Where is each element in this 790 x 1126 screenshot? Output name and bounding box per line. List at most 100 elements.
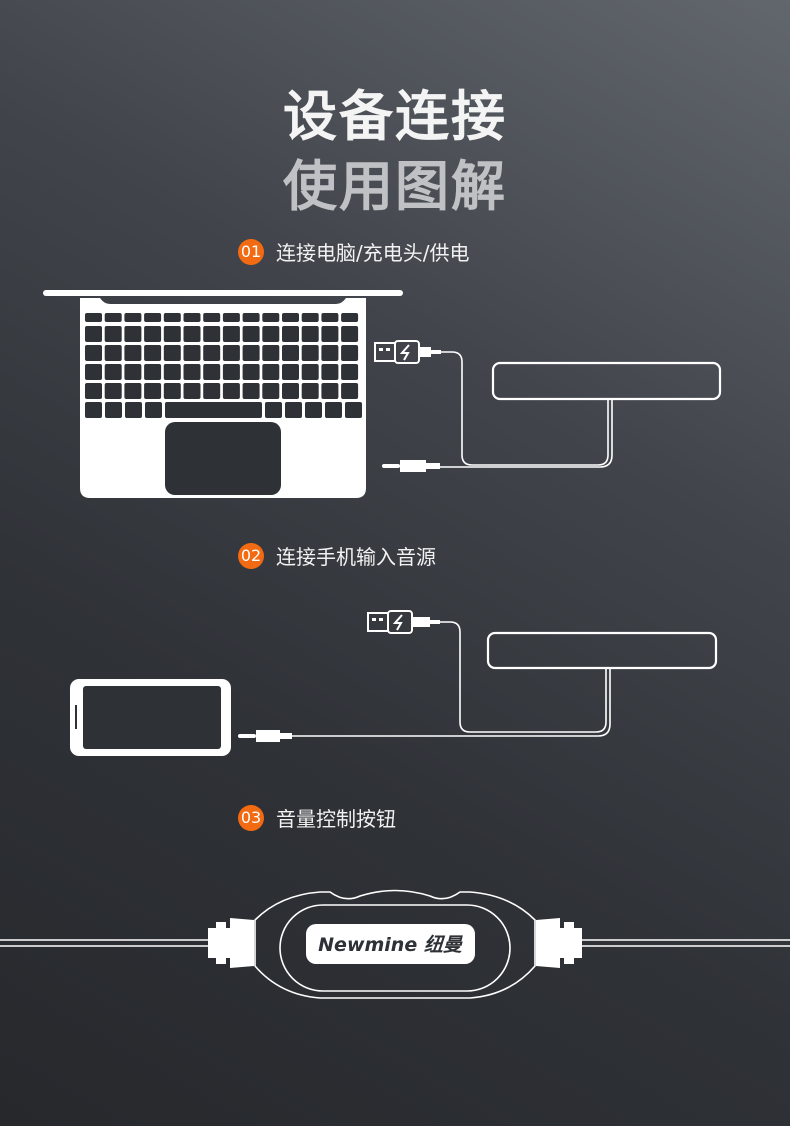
keyboard-key — [242, 313, 260, 322]
keyboard-key — [124, 313, 142, 322]
step-1: 01 连接电脑/充电头/供电 — [238, 237, 469, 266]
keyboard-key — [242, 345, 260, 361]
keyboard-key — [341, 345, 359, 361]
audio-jack-icon — [238, 730, 292, 742]
keyboard-key — [301, 326, 319, 342]
keyboard-key — [222, 313, 240, 322]
keyboard-key — [305, 402, 322, 418]
step-label: 音量控制按钮 — [276, 807, 396, 831]
page-subtitle: 使用图解 — [283, 155, 507, 218]
audio-jack-icon — [382, 460, 440, 472]
keyboard-key — [262, 364, 280, 380]
step-3: 03 音量控制按钮 — [238, 803, 396, 832]
page-title: 设备连接 — [283, 85, 507, 148]
keyboard-key — [183, 364, 201, 380]
keyboard-key — [265, 402, 282, 418]
keyboard-key — [125, 402, 142, 418]
keyboard-key — [85, 402, 102, 418]
keyboard-key — [144, 364, 162, 380]
keyboard-key — [262, 383, 280, 399]
speaker-bar-icon — [486, 631, 718, 670]
keyboard-key — [321, 345, 339, 361]
touchpad — [165, 422, 281, 495]
keyboard-key — [145, 402, 162, 418]
keyboard-key — [144, 313, 162, 322]
keyboard-key — [203, 383, 221, 399]
keyboard-key — [104, 345, 122, 361]
keyboard-key — [85, 364, 102, 380]
keyboard-key — [222, 383, 240, 399]
keyboard-key — [282, 364, 299, 380]
keyboard-key — [222, 364, 240, 380]
usb-plug-icon — [374, 340, 441, 364]
keyboard-key — [104, 326, 122, 342]
keyboard-key — [144, 326, 162, 342]
keyboard-key — [183, 345, 201, 361]
keyboard-key — [104, 313, 122, 322]
volume-control-icon: Newmine 纽曼 — [0, 889, 790, 999]
keyboard-key — [163, 383, 181, 399]
keyboard-key — [242, 383, 260, 399]
keyboard-key — [262, 313, 280, 322]
keyboard-key — [301, 383, 319, 399]
keyboard-key — [341, 326, 359, 342]
cable-set-2 — [292, 621, 611, 737]
keyboard-key — [183, 326, 201, 342]
keyboard-key — [282, 326, 299, 342]
keyboard-key — [124, 345, 142, 361]
keyboard-key — [124, 326, 142, 342]
keyboard-key — [222, 345, 240, 361]
keyboard-key — [85, 313, 102, 322]
phone-icon — [70, 679, 231, 756]
brand-logo — [306, 924, 475, 964]
keyboard-key — [285, 402, 302, 418]
keyboard-key — [105, 402, 122, 418]
laptop-icon — [43, 290, 403, 498]
keyboard-key — [183, 313, 201, 322]
keyboard-key — [163, 326, 181, 342]
keyboard-key — [222, 326, 240, 342]
keyboard-key — [183, 383, 201, 399]
keyboard-key — [144, 383, 162, 399]
keyboard-key — [163, 313, 181, 322]
keyboard-key — [282, 345, 299, 361]
keyboard-key — [341, 364, 359, 380]
keyboard-key — [242, 364, 260, 380]
step-2: 02 连接手机输入音源 — [238, 541, 436, 570]
keyboard-key — [163, 345, 181, 361]
usb-plug-icon — [367, 610, 440, 634]
keyboard-key — [321, 364, 339, 380]
keyboard-key — [203, 313, 221, 322]
step-label: 连接电脑/充电头/供电 — [276, 241, 470, 265]
keyboard-key — [262, 345, 280, 361]
keyboard-key — [104, 364, 122, 380]
keyboard-key — [321, 383, 339, 399]
keyboard-key — [301, 345, 319, 361]
keyboard-key — [85, 326, 102, 342]
keyboard-key — [301, 313, 319, 322]
keyboard-key — [341, 313, 359, 322]
keyboard-key — [85, 345, 102, 361]
keyboard-key — [163, 364, 181, 380]
speaker-bar-icon — [491, 361, 722, 401]
step-number: 03 — [238, 804, 264, 831]
step-label: 连接手机输入音源 — [276, 545, 436, 569]
cable-set-1 — [440, 351, 613, 468]
keyboard-key — [85, 383, 102, 399]
keyboard-key — [345, 402, 362, 418]
keyboard-key — [341, 383, 359, 399]
keyboard-key — [203, 364, 221, 380]
keyboard-key — [203, 326, 221, 342]
keyboard-key — [242, 326, 260, 342]
keyboard-key — [321, 313, 339, 322]
keyboard-key — [165, 402, 262, 418]
keyboard-key — [203, 345, 221, 361]
keyboard-key — [262, 326, 280, 342]
brand-logo-text: Newmine 纽曼 — [318, 934, 464, 956]
keyboard-key — [282, 383, 299, 399]
step-number: 02 — [238, 542, 264, 569]
keyboard-key — [124, 383, 142, 399]
keyboard-key — [124, 364, 142, 380]
keyboard-key — [104, 383, 122, 399]
